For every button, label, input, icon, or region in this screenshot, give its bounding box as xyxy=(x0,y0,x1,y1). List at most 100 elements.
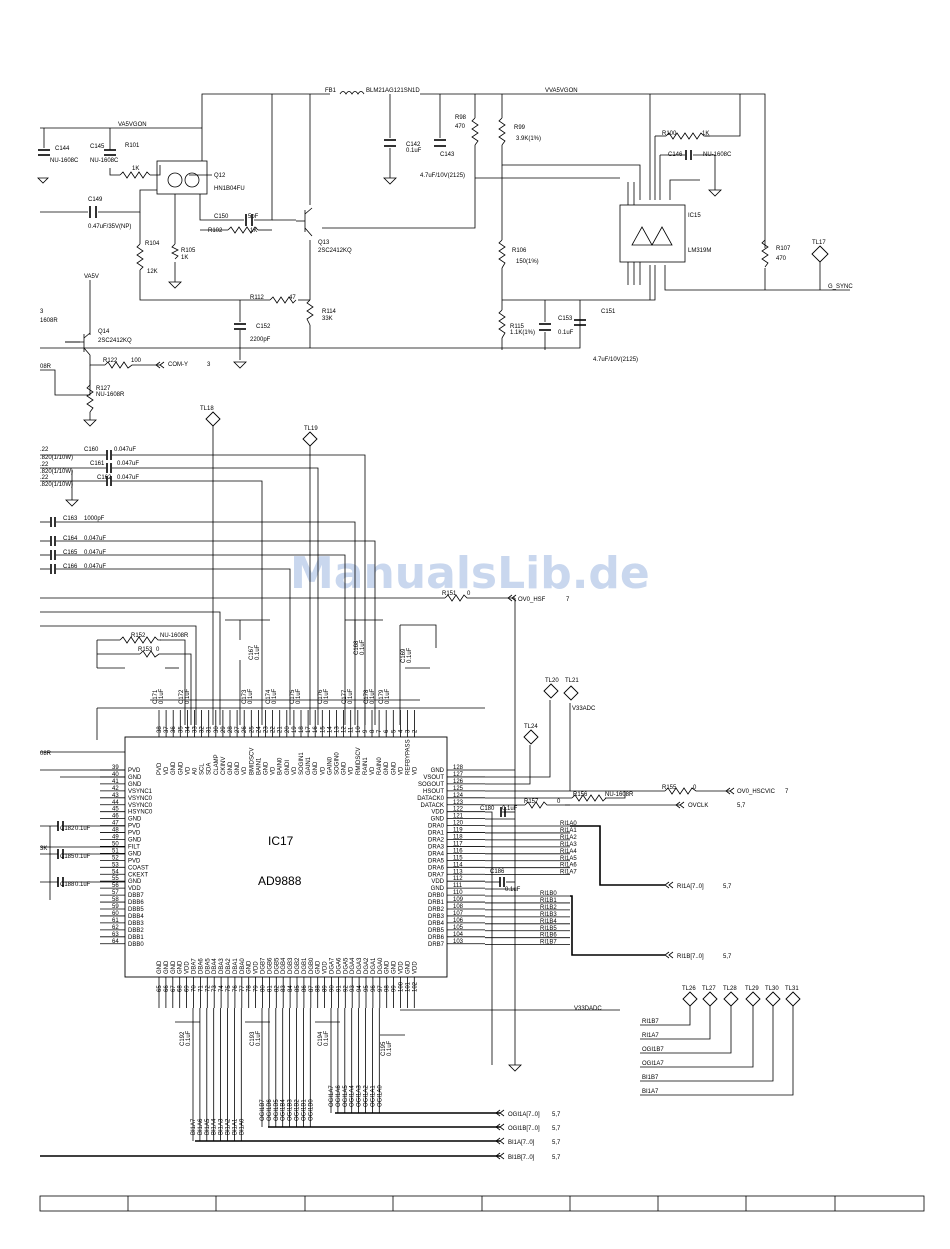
ic17-pin-name: DGB0 xyxy=(309,957,315,974)
ic17-pin-number: 43 xyxy=(112,793,119,799)
svg-text:R157: R157 xyxy=(524,799,539,805)
svg-text:NU-1608C: NU-1608C xyxy=(50,158,79,164)
ic17-pin-name: DRB0 xyxy=(428,893,445,899)
svg-text:C150: C150 xyxy=(214,214,229,220)
ic17-pin-name: DGB7 xyxy=(261,957,267,974)
svg-text:7: 7 xyxy=(785,789,789,795)
svg-text:R114: R114 xyxy=(322,309,337,315)
net-label-ri1a: RI1A0 xyxy=(560,821,577,827)
ic17-pin-name: DBA1 xyxy=(233,958,239,974)
ic17-pin-name: GND xyxy=(264,761,270,775)
svg-text:C160: C160 xyxy=(84,447,99,453)
ic17-pin-number: 103 xyxy=(453,939,464,945)
ic17-pin-number: 21 xyxy=(278,726,284,733)
svg-text:TL31: TL31 xyxy=(785,986,799,992)
svg-text:V33ADC: V33ADC xyxy=(572,706,596,712)
ic17-pin-name: RMIDSCV xyxy=(356,747,362,775)
svg-text:C193: C193 xyxy=(250,1031,256,1046)
ic17-pin-number: 32 xyxy=(200,726,206,733)
svg-text:TL17: TL17 xyxy=(812,240,826,246)
ic17-pin-number: 61 xyxy=(112,918,119,924)
svg-text:4.7uF/10V(2125): 4.7uF/10V(2125) xyxy=(593,357,638,363)
svg-text:0.047uF: 0.047uF xyxy=(84,550,106,556)
ic17-pin-number: 52 xyxy=(112,855,119,861)
ic17-pin-number: 123 xyxy=(453,800,464,806)
ic17-pin-number: 18 xyxy=(299,726,305,733)
ic17-pin-name: PVD xyxy=(128,858,141,864)
svg-text:C180: C180 xyxy=(480,806,495,812)
svg-text:LM319M: LM319M xyxy=(688,248,711,254)
svg-text:1.1K(1%): 1.1K(1%) xyxy=(510,330,535,336)
net-label-og1b: OGI1B3 xyxy=(288,1099,294,1121)
ic17-pin-name: SOGIN0 xyxy=(335,752,341,775)
ic17-pin-number: 77 xyxy=(240,985,246,992)
svg-text:RI1B[7..0]: RI1B[7..0] xyxy=(677,954,704,960)
svg-text:BI1A[7..0]: BI1A[7..0] xyxy=(508,1140,535,1146)
ic17-pin-name: DBA2 xyxy=(226,958,232,974)
ic17-pin-name: DRA2 xyxy=(428,838,445,844)
ic17-pin-name: VD xyxy=(349,766,355,775)
net-label-ri1a: RI1A6 xyxy=(560,863,577,869)
ic17-pin-number: 58 xyxy=(112,897,119,903)
svg-text:TL30: TL30 xyxy=(765,986,779,992)
ic17-pin-number: 66 xyxy=(164,985,170,992)
ic17-left-wires: C182 0.1uF C185 0.1uF C188 0.1uF 3K 08R xyxy=(40,751,125,900)
svg-text:0.1uF: 0.1uF xyxy=(348,688,354,704)
ic17-pin-number: 59 xyxy=(112,904,119,910)
ic17-pin-name: PVD xyxy=(157,762,163,775)
svg-text:TL19: TL19 xyxy=(304,426,318,432)
ic17-pin-number: 16 xyxy=(313,726,319,733)
svg-text:0.1uF: 0.1uF xyxy=(256,1030,262,1046)
ic17-pin-name: GND xyxy=(171,960,177,974)
svg-text:NU-1608C: NU-1608C xyxy=(703,152,732,158)
svg-text:TL24: TL24 xyxy=(524,724,538,730)
net-label-ri1a: RI1A2 xyxy=(560,835,577,841)
ic17-pin-number: 120 xyxy=(453,821,464,827)
ic17-pin-number: 49 xyxy=(112,835,119,841)
svg-text:0.1uF: 0.1uF xyxy=(75,854,91,860)
svg-text:0: 0 xyxy=(557,799,561,805)
svg-text:C164: C164 xyxy=(63,536,78,542)
ic17-pin-number: 87 xyxy=(309,985,315,992)
net-label-ri1b: RI1B4 xyxy=(540,919,557,925)
ic17-pin-name: GND xyxy=(228,761,234,775)
svg-text:Q14: Q14 xyxy=(98,329,110,335)
ic17-pin-number: 71 xyxy=(198,985,204,992)
svg-text:7: 7 xyxy=(566,597,570,603)
svg-text:R105: R105 xyxy=(181,248,196,254)
title-block xyxy=(39,1195,925,1212)
ic17-pin-name: VD xyxy=(292,766,298,775)
ic17-pin-name: GAIN0 xyxy=(327,756,333,775)
ic17-pin-name: GND xyxy=(178,761,184,775)
ic17-pin-number: 34 xyxy=(185,726,191,733)
svg-text:0.1uF: 0.1uF xyxy=(370,688,376,704)
svg-text:NU-1608R: NU-1608R xyxy=(160,633,189,639)
ic17-pin-name: GND xyxy=(128,851,142,857)
net-label-og1a: OGI1A6 xyxy=(336,1085,342,1107)
ic17-pin-name: DRB7 xyxy=(428,942,445,948)
ic17-pin-name: CKINV xyxy=(221,757,227,775)
svg-text:3.9K(1%): 3.9K(1%) xyxy=(516,136,541,142)
svg-text:RI1B7: RI1B7 xyxy=(642,1019,659,1025)
ic17-pin-name: VDD xyxy=(412,961,418,974)
ic17-pin-name: DRA6 xyxy=(428,865,445,871)
svg-text:TL28: TL28 xyxy=(723,986,737,992)
svg-text:C179: C179 xyxy=(379,689,385,704)
ic17-pin-number: 23 xyxy=(264,726,270,733)
svg-text:C153: C153 xyxy=(558,316,573,322)
svg-text:5,7: 5,7 xyxy=(723,884,732,890)
ic17-pin-number: 6 xyxy=(384,729,390,733)
svg-text:5pF: 5pF xyxy=(248,214,259,220)
ic17-pin-name: DGA0 xyxy=(378,957,384,974)
ic17-pin-number: 7 xyxy=(377,729,383,733)
svg-text:C142: C142 xyxy=(406,142,421,148)
net-label-og1b: OGI1B4 xyxy=(281,1099,287,1121)
ic17-pin-name: PVD xyxy=(128,824,141,830)
ic17-pin-name: CLAMP xyxy=(214,754,220,775)
ic17-pin-name: VD xyxy=(185,766,191,775)
ic17-pin-name: SOGOUT xyxy=(418,782,444,788)
ic17-pin-name: HSYNC0 xyxy=(128,810,153,816)
ic17-pin-name: DRB3 xyxy=(428,914,445,920)
vertical-cap-labels: C167 0.1uF C168 0.1uF C169 0.1uF C171 0.… xyxy=(153,639,413,704)
